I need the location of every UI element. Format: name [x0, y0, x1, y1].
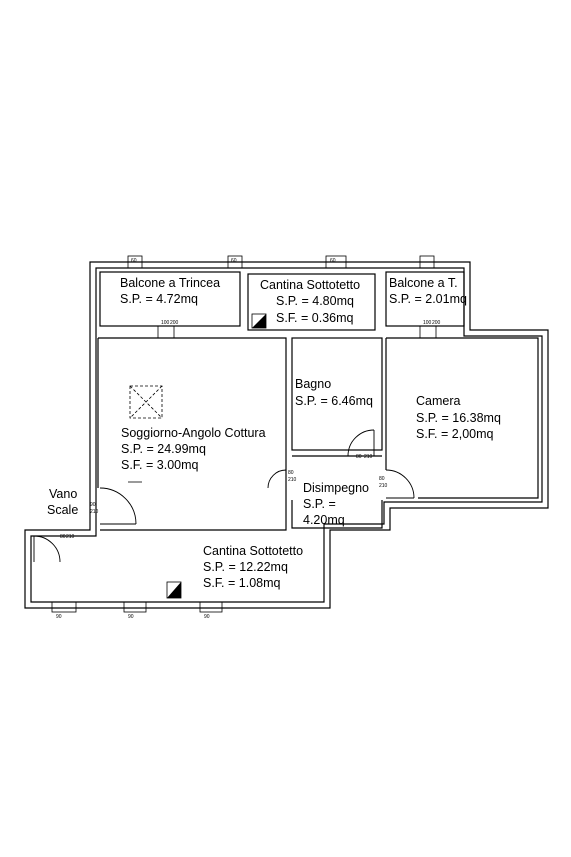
sf-cantina-top: S.F. = 0.36mq [276, 311, 354, 325]
dim-90-vano: 90 [90, 502, 96, 508]
window-marks [51, 255, 437, 613]
dim-80-cantina: 80 [60, 534, 66, 540]
sp-balcone-trincea: S.P. = 4.72mq [120, 292, 198, 306]
dim-210-camera: 210 [379, 483, 388, 489]
label-scale: Scale [47, 503, 78, 517]
door-vano-scale [99, 487, 137, 525]
dim-60-a: 60 [131, 258, 137, 264]
dim-90-b3: 90 [204, 614, 210, 620]
dim-200-b: 200 [432, 320, 441, 326]
room-cantina-top [247, 273, 376, 331]
dim-210-sogg: 210 [288, 477, 297, 483]
dim-200-a: 200 [170, 320, 179, 326]
dim-80-bagno: 80 [356, 454, 362, 460]
interior-walls [97, 337, 539, 531]
label-soggiorno: Soggiorno-Angolo Cottura [121, 426, 266, 440]
label-balcone-t: Balcone a T. [389, 276, 458, 290]
sp-cantina-top: S.P. = 4.80mq [276, 294, 354, 308]
label-balcone-trincea: Balcone a Trincea [120, 276, 220, 290]
label-camera: Camera [416, 394, 461, 408]
dim-90-b1: 90 [56, 614, 62, 620]
skylight-icon [129, 385, 163, 419]
dim-100-b: 100 [423, 320, 432, 326]
sf-soggiorno: S.F. = 3.00mq [121, 458, 199, 472]
dim-60-c: 60 [330, 258, 336, 264]
dim-210-bagno: 210 [364, 454, 373, 460]
door-cantina-bottom [33, 535, 61, 563]
sp-disimpegno-2: 4.20mq [303, 513, 345, 527]
sp-disimpegno-1: S.P. = [303, 497, 336, 511]
outer-walls [24, 261, 549, 609]
sp-camera: S.P. = 16.38mq [416, 411, 501, 425]
door-soggiorno [267, 469, 287, 489]
label-disimpegno: Disimpegno [303, 481, 369, 495]
sp-soggiorno: S.P. = 24.99mq [121, 442, 206, 456]
door-camera [385, 469, 415, 499]
dim-80-camera: 80 [379, 476, 385, 482]
dim-80-sogg: 80 [288, 470, 294, 476]
sp-cantina-bottom: S.P. = 12.22mq [203, 560, 288, 574]
label-vano: Vano [49, 487, 77, 501]
dim-90-b2: 90 [128, 614, 134, 620]
door-bagno [347, 429, 375, 457]
sf-cantina-bottom: S.F. = 1.08mq [203, 576, 281, 590]
sf-camera: S.F. = 2,00mq [416, 427, 494, 441]
sp-bagno: S.P. = 6.46mq [295, 394, 373, 408]
dim-210-cantina: 210 [66, 534, 75, 540]
label-cantina-top: Cantina Sottotetto [260, 278, 360, 292]
label-bagno: Bagno [295, 377, 331, 391]
dimension-labels: 60 60 60 100 200 100 200 80 210 80 210 8… [56, 258, 441, 620]
dim-60-b: 60 [231, 258, 237, 264]
dim-210-vano: 210 [90, 509, 99, 515]
dim-100-a: 100 [161, 320, 170, 326]
room-labels: Balcone a Trincea S.P. = 4.72mq Cantina … [47, 276, 501, 590]
stair-symbol-icon [166, 581, 182, 599]
label-cantina-bottom: Cantina Sottotetto [203, 544, 303, 558]
sp-balcone-t: S.P. = 2.01mq [389, 292, 467, 306]
